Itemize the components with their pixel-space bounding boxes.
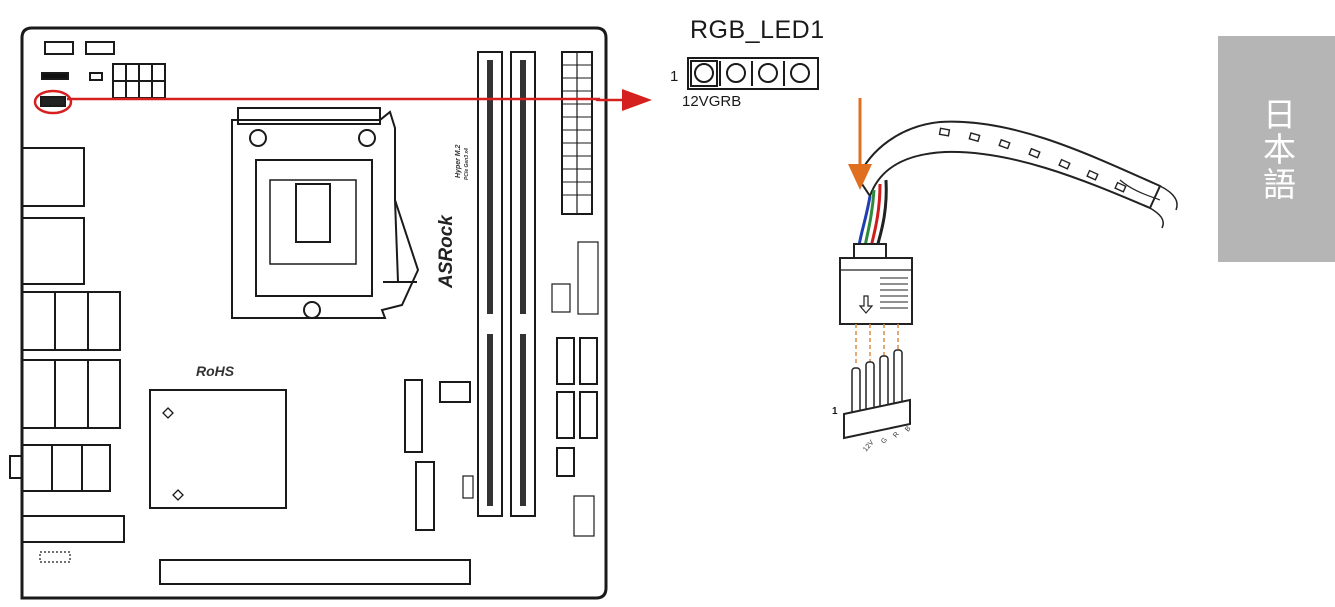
m2-slot-1	[404, 379, 423, 453]
cable-pin1-marker: 1	[832, 406, 838, 417]
rgb-header-on-board	[40, 96, 66, 107]
board-marking	[39, 551, 71, 563]
pin-hole-3	[758, 63, 778, 83]
pinout-pin-labels: 12VGRB	[682, 93, 741, 110]
plug-body	[839, 257, 913, 325]
bottom-header	[573, 495, 595, 537]
cable-illustration: 1 12V G R B	[832, 98, 1178, 453]
brand-logo: ASRock	[436, 214, 457, 289]
small-connector	[556, 447, 575, 477]
small-pin-header	[551, 283, 571, 313]
rgb-header-highlight-ring	[33, 89, 73, 115]
language-tab[interactable]: 日本語	[1218, 36, 1335, 262]
board-header-pins	[843, 349, 911, 440]
pcie-slot	[159, 559, 471, 585]
pin-hole-4	[790, 63, 810, 83]
dimm-slot-1	[477, 51, 503, 517]
sata-port-4	[579, 391, 598, 439]
motherboard	[9, 26, 608, 600]
rear-io-2	[21, 217, 85, 285]
pin-square-1	[690, 60, 718, 87]
m2-label-line2: PCIe Gen3 x4	[464, 148, 470, 180]
small-header	[89, 72, 103, 81]
connector-pinout: RGB_LED1 1 12VGRB	[670, 16, 825, 110]
insert-direction-arrow	[848, 98, 872, 190]
cpu-socket	[231, 107, 420, 319]
plug-arrow-icon	[858, 295, 874, 314]
svg-text:G: G	[880, 437, 889, 446]
chipset-heatsink	[149, 389, 287, 509]
pin-hole-2	[726, 63, 746, 83]
sata-port-3	[556, 391, 575, 439]
connector-title: RGB_LED1	[690, 16, 825, 44]
svg-text:R: R	[892, 431, 901, 439]
rear-io-5	[21, 444, 111, 492]
svg-text:B: B	[904, 425, 913, 433]
rear-io-6	[21, 515, 125, 543]
pinout-housing	[687, 57, 819, 90]
pointer-arrow	[67, 89, 652, 111]
usb-header	[577, 241, 599, 315]
m2-label-line1: Hyper M.2	[455, 144, 462, 178]
svg-text:12V: 12V	[862, 439, 876, 453]
fan-header-2	[85, 41, 115, 55]
pin-hole-1	[694, 63, 714, 83]
sata-port-2	[579, 337, 598, 385]
fan-header-1	[44, 41, 74, 55]
language-tab-label: 日本語	[1257, 96, 1297, 202]
sata-port-1	[556, 337, 575, 385]
led-strip	[856, 120, 1162, 210]
rear-io-4	[21, 359, 121, 429]
cable-plug	[839, 243, 913, 325]
pinout-pin1-marker: 1	[670, 68, 678, 85]
alignment-guides	[855, 324, 899, 366]
board-outline	[20, 26, 608, 600]
jumper-2	[462, 475, 474, 499]
rear-io-1	[21, 147, 85, 207]
rohs-mark: RoHS	[196, 363, 235, 379]
rear-io-3	[21, 291, 121, 351]
rear-io-tab	[9, 455, 23, 479]
dimm-slot-2	[510, 51, 536, 517]
board-labels: ASRock Hyper M.2 PCIe Gen3 x4 RoHS	[196, 144, 470, 379]
m2-slot-2	[415, 461, 435, 531]
fan-header-3	[439, 381, 471, 403]
jumper	[41, 72, 69, 80]
